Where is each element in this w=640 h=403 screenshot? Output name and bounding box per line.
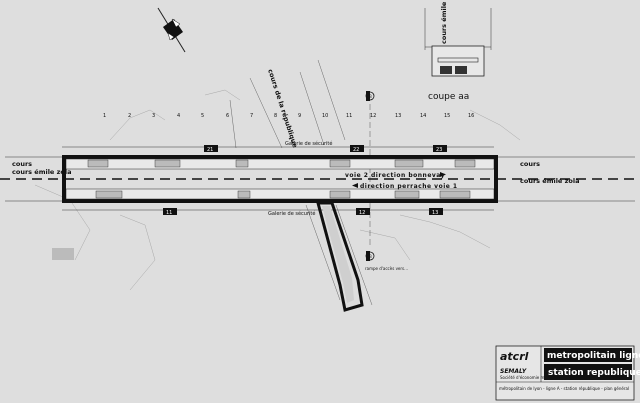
axis-numbers: 1 2 3 4 5 6 7 8 9 10 11 12 13 14 15 16 — [103, 113, 474, 119]
axis-num: 8 — [274, 113, 277, 119]
line-title: metropolitain ligne a — [547, 351, 640, 361]
axis-num: 2 — [128, 113, 131, 119]
atcrl-logo: atcrl — [500, 350, 529, 363]
track-voie-2: voie 2 direction bonnevay — [345, 172, 445, 179]
access-note: rampe d'accès vers… — [365, 266, 408, 271]
axis-num: 14 — [420, 113, 426, 119]
axis-num: 10 — [322, 113, 328, 119]
street-label-west-1: cours — [12, 160, 32, 168]
building-outlines — [34, 89, 521, 291]
gallery-label-south: Galerie de sécurité — [268, 210, 315, 217]
section-coupe-aa: cours émile zola coupe aa — [424, 0, 492, 102]
svg-text:13: 13 — [432, 210, 438, 216]
exit-badge-south-3: 13 — [429, 208, 443, 216]
axis-num: 1 — [103, 113, 106, 119]
arrow-right-icon — [440, 172, 446, 177]
street-label-east-1: cours — [520, 160, 540, 168]
track-voie-1: direction perrache voie 1 — [360, 183, 458, 190]
axis-num: 7 — [250, 113, 253, 119]
axis-num: 13 — [395, 113, 401, 119]
svg-text:12: 12 — [359, 210, 365, 216]
logo-sub: Société d'économie mixte — [500, 375, 552, 380]
axis-num: 4 — [177, 113, 180, 119]
access-tunnel — [316, 201, 364, 312]
diagonal-street — [229, 59, 373, 306]
exit-badge-north-2: 22 — [350, 145, 364, 153]
gallery-label-north: Galerie de sécurité — [285, 140, 332, 147]
axis-num: 3 — [152, 113, 155, 119]
axis-num: 15 — [444, 113, 450, 119]
street-label-diagonal: cours de la république — [266, 68, 299, 149]
exit-badge-south-2: 12 — [356, 208, 370, 216]
north-arrow-icon — [157, 7, 186, 53]
title-notes: métropolitain de lyon - ligne A - statio… — [499, 386, 629, 391]
arrow-left-icon — [352, 183, 358, 188]
svg-text:B: B — [369, 254, 372, 259]
svg-text:23: 23 — [436, 147, 442, 153]
axis-num: 5 — [201, 113, 204, 119]
axis-num: 6 — [226, 113, 229, 119]
axis-num: 12 — [370, 113, 376, 119]
svg-text:22: 22 — [353, 147, 359, 153]
axis-num: 9 — [298, 113, 301, 119]
section-marker-top: B — [365, 91, 375, 101]
semaly-logo: SEMALY — [500, 368, 527, 375]
section-street-label: cours émile zola — [440, 0, 448, 44]
svg-text:11: 11 — [166, 210, 172, 216]
exit-badge-north-1: 21 — [204, 145, 218, 153]
axis-num: 11 — [346, 113, 352, 119]
station-title: station republique — [548, 368, 640, 378]
exit-badge-north-3: 23 — [433, 145, 447, 153]
axis-num: 16 — [468, 113, 474, 119]
exit-badge-south-1: 11 — [163, 208, 177, 216]
section-marker-bottom: B — [365, 251, 375, 261]
platform-details — [87, 159, 476, 199]
svg-text:21: 21 — [207, 147, 213, 153]
street-label-east: cours émile zola — [520, 177, 579, 185]
title-block: atcrl SEMALY Société d'économie mixte me… — [495, 345, 640, 401]
svg-text:B: B — [369, 94, 372, 99]
section-title: coupe aa — [428, 92, 469, 102]
street-label-west: cours émile zola — [12, 168, 71, 176]
